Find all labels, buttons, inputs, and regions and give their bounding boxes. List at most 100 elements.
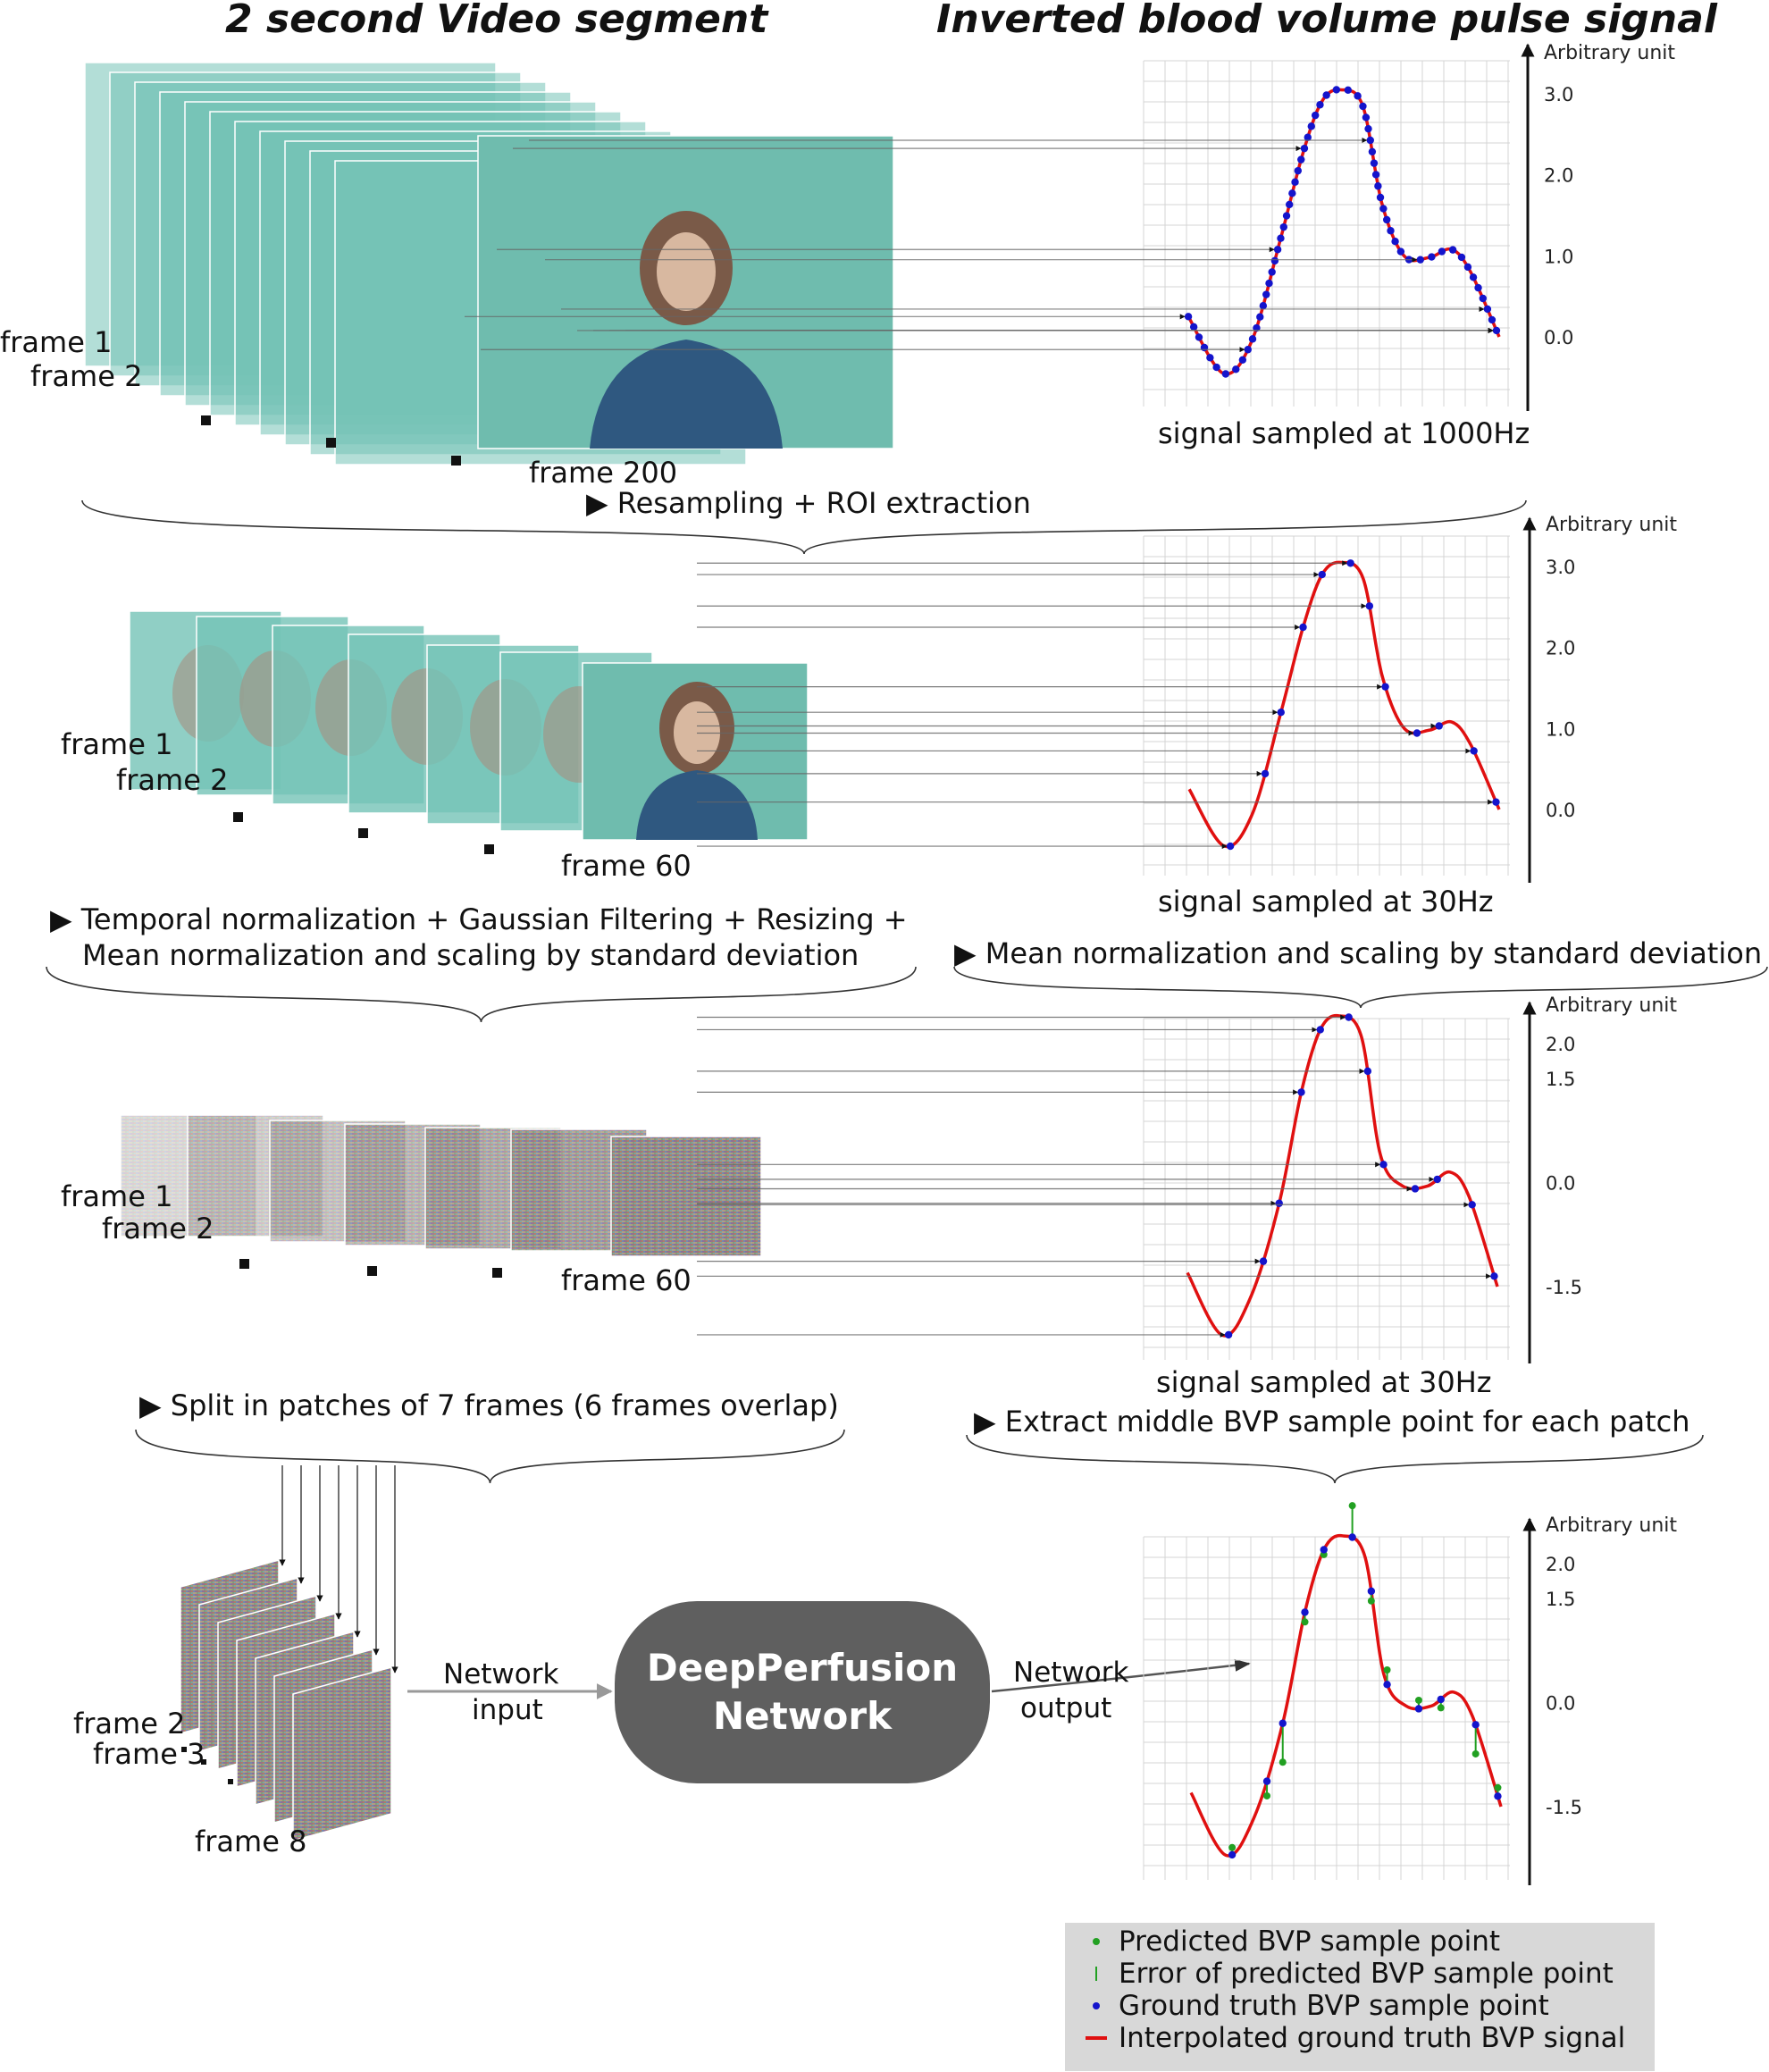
ground-truth-sample	[1354, 92, 1362, 100]
ground-truth-sample	[1379, 1161, 1388, 1169]
y-tick-label: 1.5	[1546, 1069, 1575, 1090]
frame-label-2: frame 2	[73, 1707, 186, 1741]
step-extract: ▶ Extract middle BVP sample point for ea…	[974, 1405, 1690, 1439]
bvp-signal-line	[1187, 560, 1501, 849]
ground-truth-sample	[1189, 323, 1198, 331]
predicted-sample	[1279, 1758, 1287, 1766]
ground-truth-sample	[1226, 842, 1235, 851]
y-tick-label: 1.0	[1544, 246, 1573, 267]
y-tick-label: 1.5	[1546, 1589, 1575, 1610]
ground-truth-sample	[1320, 1546, 1328, 1554]
step-mean-norm: ▶ Mean normalization and scaling by stan…	[954, 936, 1763, 970]
brace-split	[135, 1429, 845, 1484]
y-tick-label: 3.0	[1546, 557, 1575, 578]
ground-truth-sample	[1387, 227, 1395, 235]
ground-truth-sample	[1277, 234, 1285, 242]
ground-truth-sample	[1300, 144, 1309, 153]
ellipsis-dot	[201, 415, 211, 425]
bvp-signal-line	[1189, 1533, 1503, 1858]
ground-truth-sample	[1411, 1185, 1420, 1193]
y-tick-label: -1.5	[1546, 1277, 1582, 1298]
legend-label: Error of predicted BVP sample point	[1119, 1958, 1614, 1990]
ground-truth-sample	[1374, 182, 1382, 190]
ground-truth-sample	[1316, 101, 1324, 109]
y-tick-label: 2.0	[1546, 1034, 1575, 1055]
ground-truth-sample	[1228, 1850, 1237, 1859]
red-line-icon	[1083, 2034, 1110, 2043]
video-header: 2 second Video segment	[225, 0, 768, 42]
ellipsis-dot	[326, 438, 336, 448]
ground-truth-sample	[1382, 215, 1391, 224]
ground-truth-sample	[1195, 333, 1203, 341]
step-temporal: ▶ Temporal normalization + Gaussian Filt…	[50, 902, 908, 936]
green-line-icon	[1083, 1964, 1110, 1984]
ground-truth-sample	[1345, 1013, 1353, 1021]
ground-truth-sample	[1469, 273, 1478, 281]
frame-label-last: frame 200	[529, 456, 678, 490]
y-tick-label: 0.0	[1546, 800, 1575, 821]
ground-truth-sample	[1318, 570, 1326, 579]
frame-label-2: frame 2	[102, 1212, 214, 1246]
frame-label-2: frame 2	[116, 763, 229, 797]
network-output-label-2: output	[1020, 1692, 1112, 1724]
ground-truth-sample	[1364, 124, 1372, 133]
ground-truth-sample	[1262, 290, 1270, 298]
network-output-arrow	[991, 1658, 1251, 1693]
ground-truth-sample	[1297, 1088, 1305, 1096]
ground-truth-sample	[1381, 683, 1389, 691]
ground-truth-sample	[1291, 178, 1299, 186]
ellipsis-dot	[484, 844, 494, 854]
ground-truth-sample	[1277, 708, 1285, 717]
y-tick-label: 0.0	[1546, 1692, 1575, 1714]
ground-truth-sample	[1474, 283, 1482, 292]
legend-label: Predicted BVP sample point	[1119, 1925, 1501, 1958]
frame-label-1: frame 1	[0, 325, 113, 359]
ground-truth-sample	[1221, 370, 1230, 378]
noise-frame-front	[610, 1136, 762, 1257]
legend-item-interpolated: Interpolated ground truth BVP signal	[1083, 2022, 1625, 2054]
ground-truth-sample	[1224, 1330, 1233, 1339]
bvp-chart: Arbitrary unit 2.0 1.5 0.0 -1.5	[1143, 1502, 1677, 1885]
y-axis-label: Arbitrary unit	[1544, 42, 1675, 64]
ground-truth-sample	[1438, 247, 1446, 256]
y-axis-label: Arbitrary unit	[1546, 1514, 1677, 1537]
ground-truth-sample	[1200, 343, 1209, 352]
ground-truth-sample	[1428, 253, 1436, 261]
brace-mean-norm	[953, 966, 1768, 1009]
y-tick-label: 0.0	[1546, 1172, 1575, 1194]
ellipsis-dot	[201, 1759, 206, 1765]
ground-truth-sample	[1492, 326, 1501, 335]
ellipsis-dot	[358, 828, 368, 838]
ground-truth-sample	[1437, 1695, 1445, 1704]
ground-truth-sample	[1248, 335, 1257, 343]
ground-truth-sample	[1365, 602, 1374, 610]
ground-truth-sample	[1494, 1792, 1502, 1800]
network-output-label: Network	[1013, 1657, 1129, 1689]
ground-truth-sample	[1244, 346, 1252, 354]
predicted-sample	[1301, 1618, 1309, 1626]
ground-truth-sample	[1383, 1681, 1391, 1689]
ground-truth-sample	[1299, 623, 1307, 632]
brace-resample	[81, 499, 1527, 555]
frame-label-last: frame 60	[561, 849, 692, 883]
legend-item-error: Error of predicted BVP sample point	[1083, 1958, 1614, 1990]
bvp-signal-line	[1186, 1013, 1499, 1338]
y-tick-label: -1.5	[1546, 1797, 1582, 1818]
ground-truth-sample	[1413, 729, 1421, 737]
ground-truth-sample	[1433, 1175, 1441, 1184]
ground-truth-sample	[1479, 294, 1487, 303]
ground-truth-sample	[1307, 122, 1315, 130]
network-input-label-2: input	[472, 1694, 543, 1726]
ground-truth-sample	[1471, 1721, 1480, 1729]
brace-temporal	[46, 966, 917, 1023]
ground-truth-sample	[1316, 1026, 1324, 1034]
ground-truth-sample	[1468, 1201, 1476, 1209]
ground-truth-sample	[1483, 305, 1492, 314]
y-tick-label: 2.0	[1546, 1554, 1575, 1575]
ground-truth-sample	[1275, 1199, 1283, 1207]
bvp-signal-line	[1186, 88, 1501, 376]
ground-truth-sample	[1367, 1587, 1376, 1596]
ground-truth-sample	[1396, 247, 1405, 256]
